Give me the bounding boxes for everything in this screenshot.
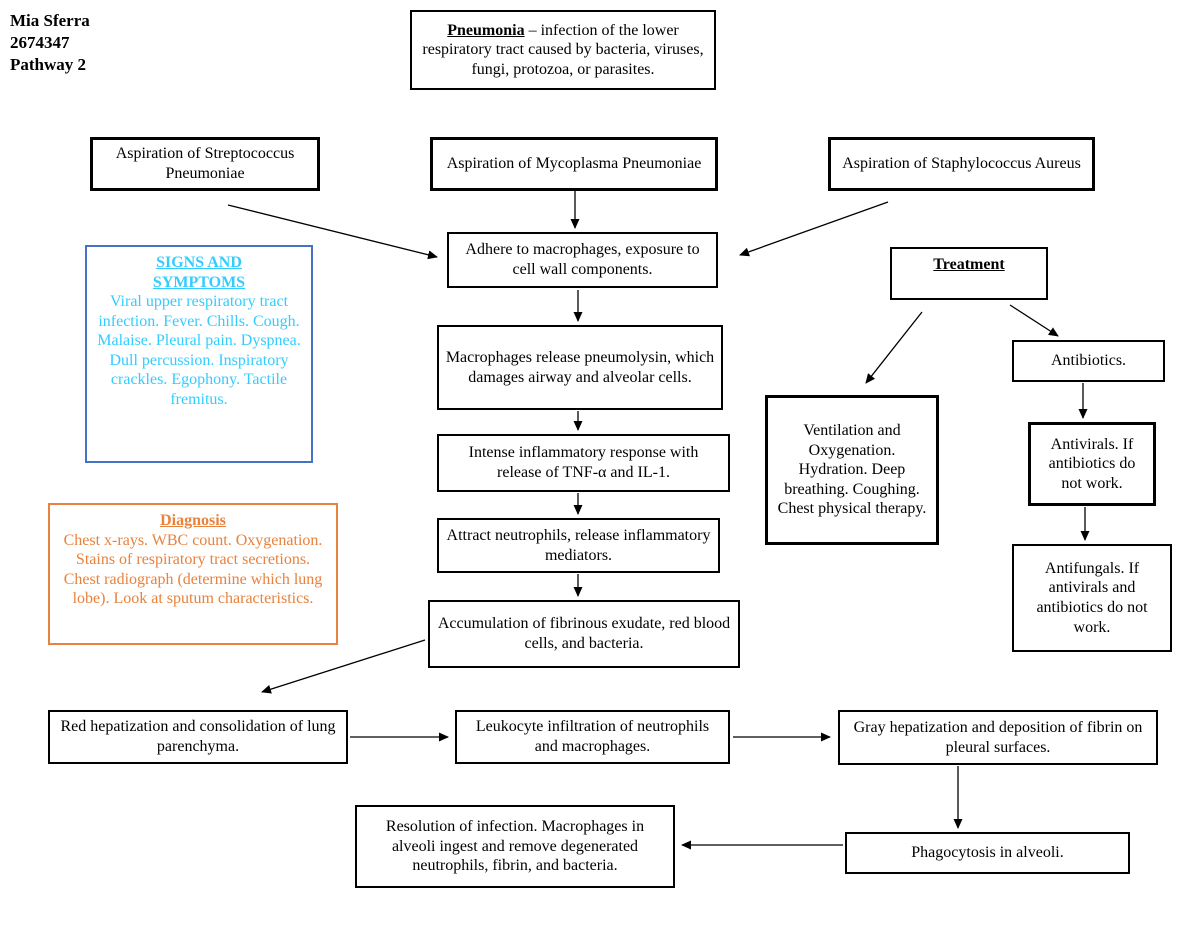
step-inflammatory-box: Intense inflammatory response with relea… <box>437 434 730 492</box>
cause-streptococcus-text: Aspiration of Streptococcus Pneumoniae <box>115 145 295 182</box>
diagnosis-heading: Diagnosis <box>160 512 226 529</box>
pathway-number: Pathway 2 <box>10 55 87 75</box>
treatment-ventilation-box: Ventilation and Oxygenation. Hydration. … <box>765 395 939 545</box>
step-adhere-box: Adhere to macrophages, exposure to cell … <box>447 232 718 288</box>
diagnosis-text: Chest x-rays. WBC count. Oxygenation. St… <box>63 531 323 608</box>
step-red-hepatization-text: Red hepatization and consolidation of lu… <box>60 718 336 755</box>
step-neutrophils-box: Attract neutrophils, release inflammator… <box>437 518 720 573</box>
treatment-ventilation-text: Ventilation and Oxygenation. Hydration. … <box>777 422 927 518</box>
treatment-antifungals-box: Antifungals. If antivirals and antibioti… <box>1012 544 1172 652</box>
arrow-accumulation-to-red-hepatization <box>261 639 426 694</box>
step-macrophages-box: Macrophages release pneumolysin, which d… <box>437 325 723 410</box>
step-red-hepatization-box: Red hepatization and consolidation of lu… <box>48 710 348 764</box>
step-gray-hepatization-text: Gray hepatization and deposition of fibr… <box>853 718 1143 756</box>
author-header: Mia Sferra 2674347 Pathway 2 <box>10 10 90 76</box>
signs-symptoms-text: Viral upper respiratory tract infection.… <box>97 293 301 408</box>
arrow-treatment-to-ventilation <box>865 311 923 384</box>
step-accumulation-box: Accumulation of fibrinous exudate, red b… <box>428 600 740 668</box>
diagnosis-box: Diagnosis Chest x-rays. WBC count. Oxyge… <box>48 503 338 645</box>
step-macrophages-text: Macrophages release pneumolysin, which d… <box>445 348 715 386</box>
step-gray-hepatization-box: Gray hepatization and deposition of fibr… <box>838 710 1158 765</box>
pneumonia-definition-text: Pneumonia – infection of the lower respi… <box>418 21 708 80</box>
treatment-antifungals-text: Antifungals. If antivirals and antibioti… <box>1036 559 1148 636</box>
step-leukocyte-box: Leukocyte infiltration of neutrophils an… <box>455 710 730 764</box>
step-adhere-text: Adhere to macrophages, exposure to cell … <box>465 241 700 278</box>
treatment-antibiotics-box: Antibiotics. <box>1012 340 1165 382</box>
step-neutrophils-text: Attract neutrophils, release inflammator… <box>446 526 711 564</box>
cause-staphylococcus-box: Aspiration of Staphylococcus Aureus <box>828 137 1095 191</box>
treatment-antivirals-box: Antivirals. If antibiotics do not work. <box>1028 422 1156 506</box>
cause-mycoplasma-box: Aspiration of Mycoplasma Pneumoniae <box>430 137 718 191</box>
step-resolution-text: Resolution of infection. Macrophages in … <box>385 818 645 875</box>
signs-symptoms-box: SIGNS AND SYMPTOMS Viral upper respirato… <box>85 245 313 463</box>
arrow-staphylococcus-to-adhere <box>739 201 889 257</box>
author-id: 2674347 <box>10 33 70 53</box>
cause-mycoplasma-text: Aspiration of Mycoplasma Pneumoniae <box>446 155 702 173</box>
step-resolution-box: Resolution of infection. Macrophages in … <box>355 805 675 888</box>
cause-staphylococcus-text: Aspiration of Staphylococcus Aureus <box>842 155 1081 173</box>
pneumonia-definition: – infection of the lower respiratory tra… <box>422 21 704 78</box>
pneumonia-term: Pneumonia <box>447 21 525 39</box>
arrow-treatment-to-antibiotics <box>1009 304 1059 337</box>
treatment-heading: Treatment <box>933 256 1005 273</box>
step-leukocyte-text: Leukocyte infiltration of neutrophils an… <box>475 718 710 755</box>
signs-symptoms-heading: SIGNS AND SYMPTOMS <box>152 254 246 291</box>
cause-streptococcus-box: Aspiration of Streptococcus Pneumoniae <box>90 137 320 191</box>
treatment-antivirals-text: Antivirals. If antibiotics do not work. <box>1048 435 1136 492</box>
step-phagocytosis-text: Phagocytosis in alveoli. <box>911 844 1064 862</box>
step-inflammatory-text: Intense inflammatory response with relea… <box>468 444 699 481</box>
treatment-antibiotics-text: Antibiotics. <box>1050 352 1127 370</box>
pneumonia-definition-box: Pneumonia – infection of the lower respi… <box>410 10 716 90</box>
step-phagocytosis-box: Phagocytosis in alveoli. <box>845 832 1130 874</box>
treatment-box: Treatment <box>890 247 1048 300</box>
step-accumulation-text: Accumulation of fibrinous exudate, red b… <box>437 615 731 652</box>
author-name: Mia Sferra <box>10 11 90 30</box>
